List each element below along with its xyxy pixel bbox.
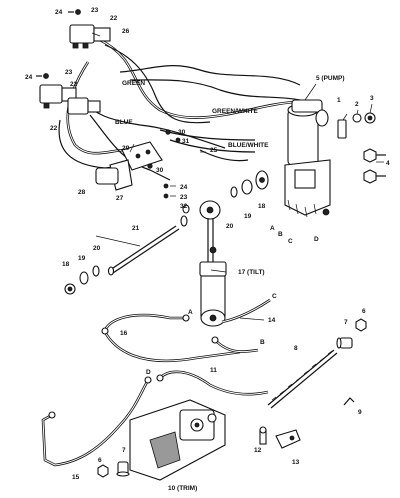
label-12: 12: [254, 447, 262, 454]
nut-6-upper: [355, 318, 367, 332]
label-7a: 7: [344, 319, 348, 326]
label-20a: 20: [226, 223, 234, 230]
bracket-13: [275, 429, 301, 449]
label-19a: 19: [244, 213, 252, 220]
letter-A2: A: [188, 309, 193, 316]
nut-6-lower: [97, 464, 109, 478]
trim-block-10: [129, 399, 226, 481]
letter-B2: B: [260, 339, 265, 346]
label-5: 5 (PUMP): [316, 75, 345, 82]
letter-A1: A: [270, 225, 275, 232]
label-2: 2: [355, 101, 359, 108]
label-15: 15: [72, 474, 80, 481]
label-20b: 20: [93, 245, 101, 252]
bolt-12: [259, 426, 267, 445]
leader-lines: [91, 32, 384, 321]
label-23c: 23: [180, 194, 188, 201]
label-24b: 24: [25, 74, 33, 81]
label-10: 10 (TRIM): [168, 485, 197, 492]
relay-26: [69, 24, 111, 49]
pump-5: [284, 99, 331, 218]
pump-hardware: [337, 112, 386, 184]
letter-D1: D: [314, 236, 319, 243]
letter-B1: B: [278, 231, 283, 238]
label-9: 9: [358, 409, 362, 416]
label-22c: 22: [50, 125, 58, 132]
wire-blue-white: BLUE/WHITE: [228, 142, 269, 149]
label-18b: 18: [62, 261, 70, 268]
hydraulic-lines: [41, 298, 271, 467]
clip-9: [343, 397, 355, 406]
label-16: 16: [120, 330, 128, 337]
label-6b: 6: [98, 457, 102, 464]
label-32: 32: [180, 203, 188, 210]
label-8: 8: [294, 345, 298, 352]
label-11: 11: [210, 367, 217, 374]
fasteners-30-31: [147, 129, 181, 199]
label-26: 26: [122, 28, 130, 35]
fitting-7-lower: [116, 461, 130, 477]
fitting-7-upper: [336, 337, 353, 349]
module-28: [95, 167, 119, 185]
label-22a: 22: [110, 15, 118, 22]
label-4: 4: [386, 160, 390, 167]
label-25: 25: [210, 147, 218, 154]
label-13: 13: [292, 459, 300, 466]
callout-labels: 24 23 22 26 24 23 22 22 5 (PUMP) 1 2 3 4…: [25, 7, 390, 492]
label-6a: 6: [362, 308, 366, 315]
relay-22-mid: [67, 97, 101, 115]
label-14: 14: [268, 317, 276, 324]
shaft-21-hardware: [64, 265, 100, 295]
label-1: 1: [337, 97, 341, 104]
port-letters: A B C D A B C D: [146, 225, 319, 376]
label-28: 28: [78, 189, 86, 196]
label-24a: 24: [55, 9, 63, 16]
label-21: 21: [132, 225, 140, 232]
label-23b: 23: [65, 69, 73, 76]
wire-color-labels: GREEN BLUE GREEN/WHITE BLUE/WHITE: [115, 80, 269, 149]
letter-C1: C: [288, 238, 293, 245]
label-18a: 18: [258, 203, 266, 210]
label-7b: 7: [122, 447, 126, 454]
screw-24-left: [36, 73, 49, 79]
shaft-8: [267, 349, 338, 409]
tilt-cylinder-17: [199, 200, 227, 327]
label-3: 3: [370, 95, 374, 102]
label-31: 31: [182, 138, 190, 145]
label-24c: 24: [180, 184, 188, 191]
letter-D2: D: [146, 369, 151, 376]
label-27: 27: [116, 195, 124, 202]
label-17: 17 (TILT): [238, 269, 265, 276]
label-30a: 30: [178, 129, 186, 136]
letter-C2: C: [272, 293, 277, 300]
label-30b: 30: [156, 167, 164, 174]
label-29: 29: [122, 145, 130, 152]
screw-24-top: [68, 9, 81, 15]
wire-green-white: GREEN/WHITE: [212, 108, 259, 115]
label-22b: 22: [70, 81, 78, 88]
shaft-21: [107, 225, 180, 276]
wire-blue: BLUE: [115, 119, 133, 126]
label-19b: 19: [78, 255, 86, 262]
label-23a: 23: [91, 7, 99, 14]
tilt-pin-hardware: [180, 170, 269, 227]
wire-green: GREEN: [122, 80, 145, 87]
